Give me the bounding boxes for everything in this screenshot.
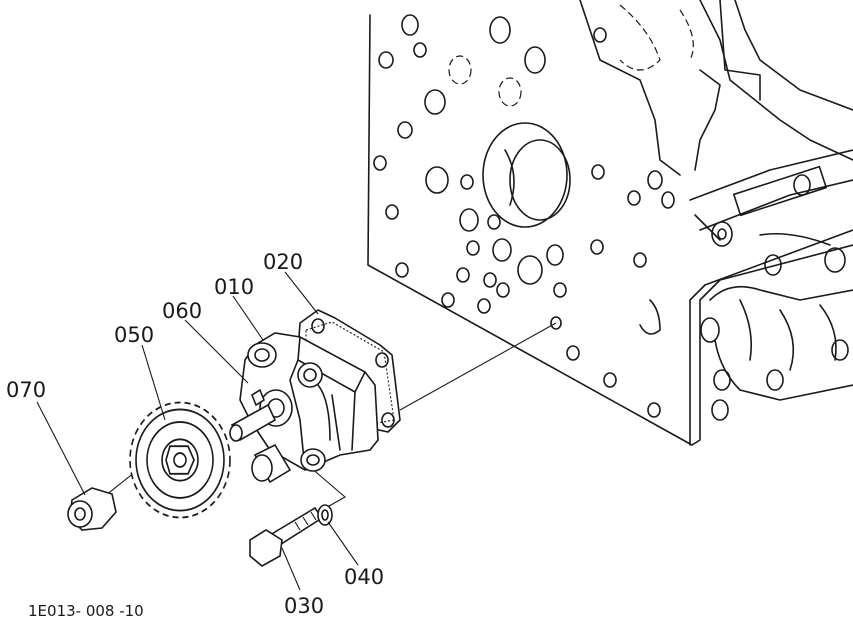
- callout-040: 040: [344, 565, 384, 589]
- pump-body: [229, 332, 379, 484]
- pump-gear: [129, 401, 231, 519]
- callout-030: 030: [284, 594, 324, 618]
- gear-nut: [67, 487, 117, 531]
- callout-060: 060: [162, 299, 202, 323]
- lock-washer: [317, 504, 333, 526]
- figure-code: 1E013- 008 -10: [28, 602, 144, 620]
- callout-020: 020: [263, 250, 303, 274]
- callouts: 070 050 060 010 020 040 030: [6, 250, 384, 618]
- callout-010: 010: [214, 275, 254, 299]
- callout-070: 070: [6, 378, 46, 402]
- mounting-bolt: [249, 506, 324, 567]
- engine-block: [367, 0, 853, 446]
- callout-050: 050: [114, 323, 154, 347]
